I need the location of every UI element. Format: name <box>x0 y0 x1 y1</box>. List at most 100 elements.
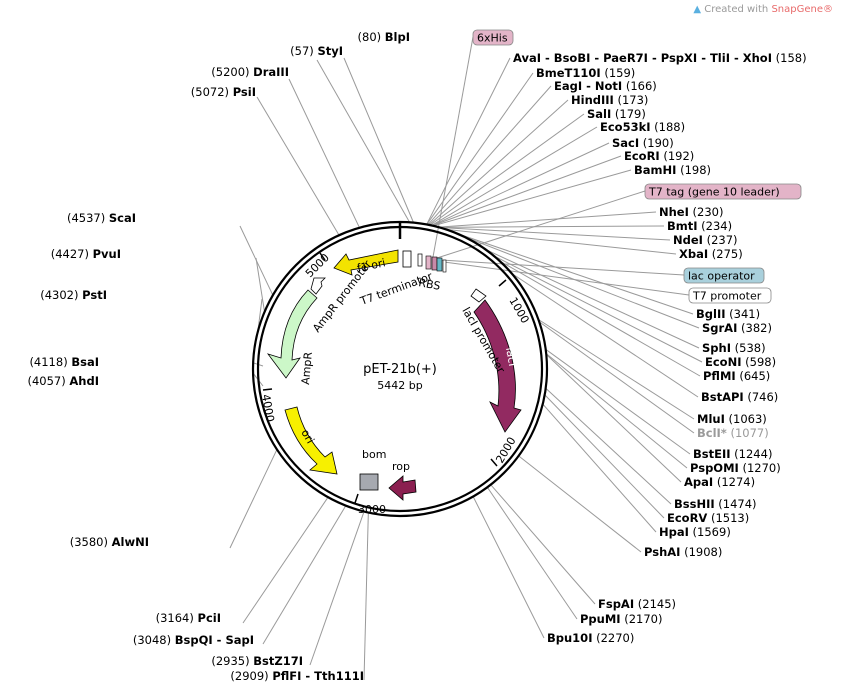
site-label-mlui[interactable]: MluI (1063) <box>697 412 767 426</box>
site-position: (2935) <box>211 654 253 668</box>
site-label-ndei[interactable]: NdeI (237) <box>673 233 738 247</box>
leader-line <box>255 257 266 312</box>
plasmid-name: pET-21b(+) <box>363 362 437 377</box>
site-label-bpu10i[interactable]: Bpu10I (2270) <box>547 631 634 645</box>
site-label-bspqi-sapi[interactable]: (3048) BspQI - SapI <box>133 633 254 647</box>
leader-line <box>511 272 699 398</box>
feature-lac-operator-marker[interactable] <box>436 257 443 272</box>
site-name: BclI* <box>697 426 727 440</box>
feature-laci[interactable] <box>473 299 522 433</box>
site-name: Bpu10I <box>547 631 592 645</box>
site-label-ecori[interactable]: EcoRI (192) <box>624 149 694 163</box>
site-label-sphi[interactable]: SphI (538) <box>702 341 766 355</box>
site-label-sgrai[interactable]: SgrAI (382) <box>702 321 772 335</box>
snapgene-credit: ▲ Created with SnapGene® <box>693 4 833 15</box>
feature-t7-promoter-marker[interactable] <box>442 259 447 273</box>
site-label-pflfi-tth111i[interactable]: (2909) PflFI - Tth111I <box>230 669 364 683</box>
site-label-fspai[interactable]: FspAI (2145) <box>598 597 676 611</box>
leader-line <box>433 169 632 227</box>
leader-line <box>262 505 347 645</box>
tag-box[interactable] <box>472 29 514 46</box>
site-label-eco53ki[interactable]: Eco53kI (188) <box>600 120 685 134</box>
feature-rop[interactable] <box>388 475 417 501</box>
site-label-bsai[interactable]: (4118) BsaI <box>29 355 99 369</box>
site-name: BssHII <box>674 497 715 511</box>
leader-line <box>427 85 552 226</box>
site-position: (1244) <box>731 447 773 461</box>
site-name: EagI - NotI <box>554 79 622 93</box>
site-position: (192) <box>660 149 695 163</box>
site-label-bmti[interactable]: BmtI (234) <box>667 219 732 233</box>
site-label-scai[interactable]: (4537) ScaI <box>67 211 136 225</box>
site-position: (188) <box>651 120 686 134</box>
site-label-draiii[interactable]: (5200) DraIII <box>211 65 289 79</box>
site-label-apai[interactable]: ApaI (1274) <box>684 475 755 489</box>
site-name: PciI <box>198 611 221 625</box>
feature-t7-terminator[interactable] <box>402 250 412 268</box>
site-label-pshai[interactable]: PshAI (1908) <box>644 545 722 559</box>
site-label-pspomi[interactable]: PspOMI (1270) <box>690 461 781 475</box>
site-label-pcii[interactable]: (3164) PciI <box>156 611 221 625</box>
site-label-eagi-noti[interactable]: EagI - NotI (166) <box>554 79 657 93</box>
site-label-ecorv[interactable]: EcoRV (1513) <box>667 511 749 525</box>
site-position: (645) <box>736 369 771 383</box>
site-name: BspQI - SapI <box>175 633 254 647</box>
site-label-pflmi[interactable]: PflMI (645) <box>703 369 770 383</box>
site-label-bstz17i[interactable]: (2935) BstZ17I <box>211 654 303 668</box>
leader-line <box>545 387 672 505</box>
feature-label-f1-ori: f1 ori <box>356 256 387 275</box>
tag-box[interactable] <box>683 267 765 284</box>
feature-bom[interactable] <box>359 473 379 491</box>
credit-prefix: Created with <box>704 4 769 15</box>
site-label-psii[interactable]: (5072) PsiI <box>191 85 256 99</box>
tag-box[interactable] <box>688 287 772 304</box>
leader-line <box>242 496 329 624</box>
feature-rbs[interactable] <box>417 253 423 267</box>
site-label-hpai[interactable]: HpaI (1569) <box>659 525 731 539</box>
site-name: BglII <box>696 307 726 321</box>
site-label-ppumi[interactable]: PpuMI (2170) <box>580 612 662 626</box>
site-name: PvuI <box>93 247 121 261</box>
site-label-blpi[interactable]: (80) BlpI <box>358 30 410 44</box>
site-position: (341) <box>726 307 761 321</box>
site-label-bcli-[interactable]: BclI* (1077) <box>697 426 769 440</box>
site-label-alwni[interactable]: (3580) AlwNI <box>70 535 149 549</box>
site-label-bmet110i[interactable]: BmeT110I (159) <box>536 66 635 80</box>
feature-laci-promoter[interactable] <box>470 288 487 303</box>
site-label-bglii[interactable]: BglII (341) <box>696 307 760 321</box>
site-name: BamHI <box>634 163 676 177</box>
site-label-sali[interactable]: SalI (179) <box>587 107 646 121</box>
site-label-avai-bsobi-paer7i-pspxi-tlii-xhoi[interactable]: AvaI - BsoBI - PaeR7I - PspXI - TliI - X… <box>513 51 807 65</box>
site-name: PstI <box>82 288 107 302</box>
site-label-hindiii[interactable]: HindIII (173) <box>571 93 648 107</box>
site-name: HpaI <box>659 525 689 539</box>
site-name: PspOMI <box>690 461 739 475</box>
tag-box[interactable] <box>644 183 802 200</box>
site-position: (1063) <box>725 412 767 426</box>
site-position: (4302) <box>40 288 82 302</box>
site-label-pvui[interactable]: (4427) PvuI <box>51 247 121 261</box>
site-name: PflFI - Tth111I <box>272 669 364 683</box>
leader-line <box>288 78 360 228</box>
feature-f1-ori[interactable] <box>333 249 399 276</box>
feature-6xhis-marker[interactable] <box>425 255 432 270</box>
site-label-econi[interactable]: EcoNI (598) <box>705 355 776 369</box>
site-label-nhei[interactable]: NheI (230) <box>659 205 723 219</box>
site-label-styi[interactable]: (57) StyI <box>290 44 343 58</box>
site-label-psti[interactable]: (4302) PstI <box>40 288 107 302</box>
leader-line <box>316 59 411 223</box>
feature-ori[interactable] <box>284 406 338 475</box>
feature-ampr-promoter[interactable] <box>310 277 326 295</box>
site-label-bsshii[interactable]: BssHII (1474) <box>674 497 757 511</box>
site-label-bstapi[interactable]: BstAPI (746) <box>701 390 778 404</box>
site-label-bsteii[interactable]: BstEII (1244) <box>693 447 772 461</box>
site-name: Eco53kI <box>600 120 651 134</box>
feature-ampr[interactable] <box>266 289 318 379</box>
leader-line <box>538 321 695 434</box>
site-name: XbaI <box>679 247 708 261</box>
feature-t7-tag-marker[interactable] <box>431 256 438 271</box>
site-label-xbai[interactable]: XbaI (275) <box>679 247 743 261</box>
site-label-ahdi[interactable]: (4057) AhdI <box>27 374 99 388</box>
site-label-bamhi[interactable]: BamHI (198) <box>634 163 711 177</box>
site-label-saci[interactable]: SacI (190) <box>612 136 674 150</box>
